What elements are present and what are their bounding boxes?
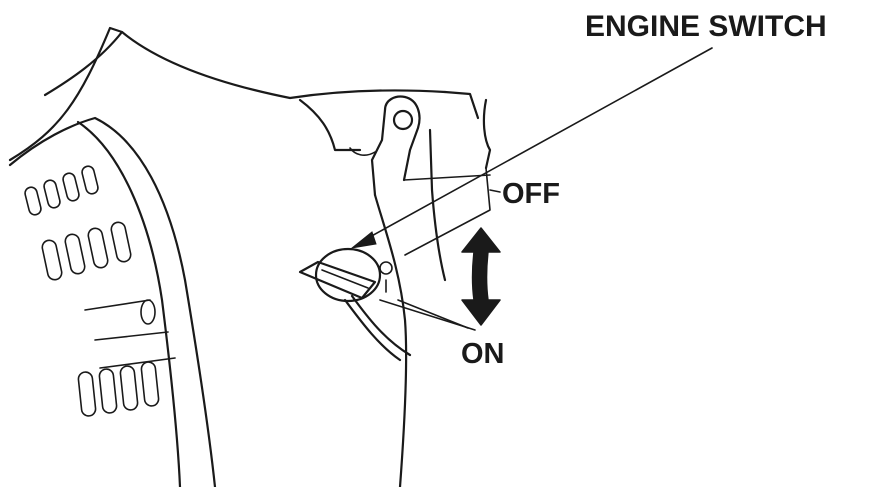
engine-housing (8, 26, 492, 170)
mounting-bracket (349, 95, 421, 197)
engine-switch-knob (298, 247, 412, 362)
engine-switch-label: ENGINE SWITCH (585, 10, 827, 43)
switch-panel (373, 128, 491, 487)
engine-side-cover (8, 116, 217, 487)
position-leaders (397, 189, 501, 329)
on-label: ON (461, 338, 505, 370)
vent-slots (24, 165, 160, 417)
double-arrow-icon (461, 227, 501, 326)
engine-switch-leader (350, 47, 713, 249)
off-label: OFF (502, 178, 560, 210)
